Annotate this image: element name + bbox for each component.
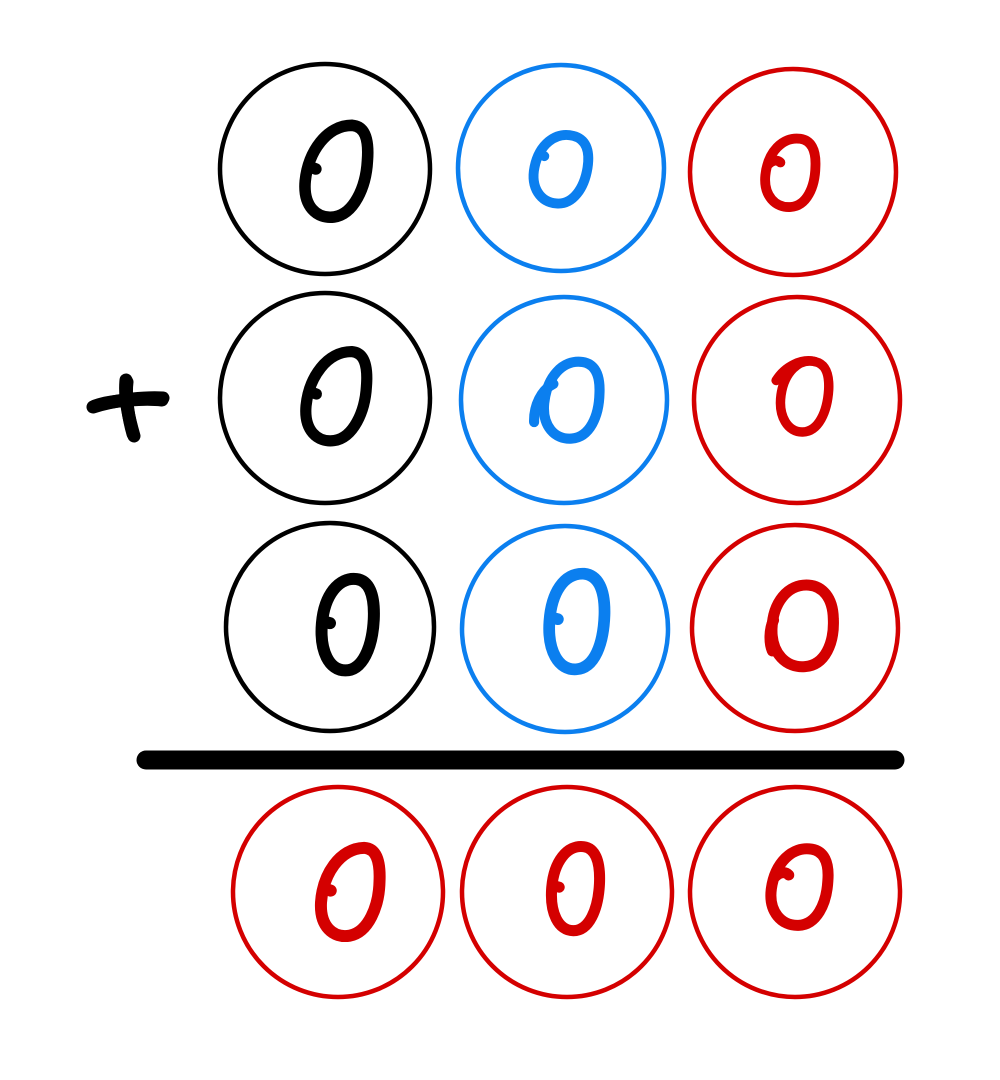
token-circle-r2c2[interactable] (458, 294, 670, 506)
cell-r1c2[interactable] (455, 62, 667, 274)
cell-r2c3[interactable] (691, 294, 903, 506)
addend-row-2 (217, 290, 903, 506)
digit-zero-r1c1 (300, 119, 374, 223)
cell-r3c2[interactable] (459, 523, 671, 735)
cell-sum-c1[interactable] (230, 784, 446, 1000)
token-circle-r3c1[interactable] (223, 520, 437, 734)
digit-zero-r2c1 (300, 345, 372, 446)
digit-zero-r3c1 (316, 576, 378, 674)
cell-sum-c3[interactable] (687, 784, 903, 1000)
token-circle-r2c3[interactable] (691, 294, 903, 506)
token-circle-sum-c2[interactable] (459, 784, 675, 1000)
addend-row-1 (217, 61, 899, 278)
sum-row (230, 784, 903, 1000)
token-circle-r1c3[interactable] (687, 66, 899, 278)
digit-zero-sum-c2 (547, 843, 604, 933)
page-title: Handwritten Addition Worksheet (0, 0, 1, 1)
plus-sign (86, 373, 170, 443)
token-circle-sum-c1[interactable] (230, 784, 446, 1000)
cell-r2c2[interactable] (458, 294, 670, 506)
token-circle-r3c3[interactable] (689, 522, 901, 734)
digit-zero-sum-c3 (766, 843, 834, 929)
token-circle-r1c1[interactable] (217, 61, 433, 277)
cell-r1c1[interactable] (217, 61, 433, 277)
cell-r3c1[interactable] (223, 520, 437, 734)
digit-zero-r2c3 (770, 356, 833, 435)
cell-sum-c2[interactable] (459, 784, 675, 1000)
cell-r3c3[interactable] (689, 522, 901, 734)
token-circle-r2c1[interactable] (217, 290, 433, 506)
addend-row-3 (223, 520, 901, 735)
digit-zero-r1c3 (761, 135, 819, 211)
digit-zero-r3c3 (768, 583, 836, 669)
token-circle-r3c2[interactable] (459, 523, 671, 735)
cell-r1c3[interactable] (687, 66, 899, 278)
token-circle-r1c2[interactable] (455, 62, 667, 274)
digit-zero-sum-c1 (317, 843, 385, 940)
token-circle-sum-c3[interactable] (687, 784, 903, 1000)
cell-r2c1[interactable] (217, 290, 433, 506)
digit-zero-r1c2 (527, 129, 594, 210)
digit-zero-r2c2 (532, 356, 604, 442)
digit-zero-r3c2 (545, 571, 609, 672)
